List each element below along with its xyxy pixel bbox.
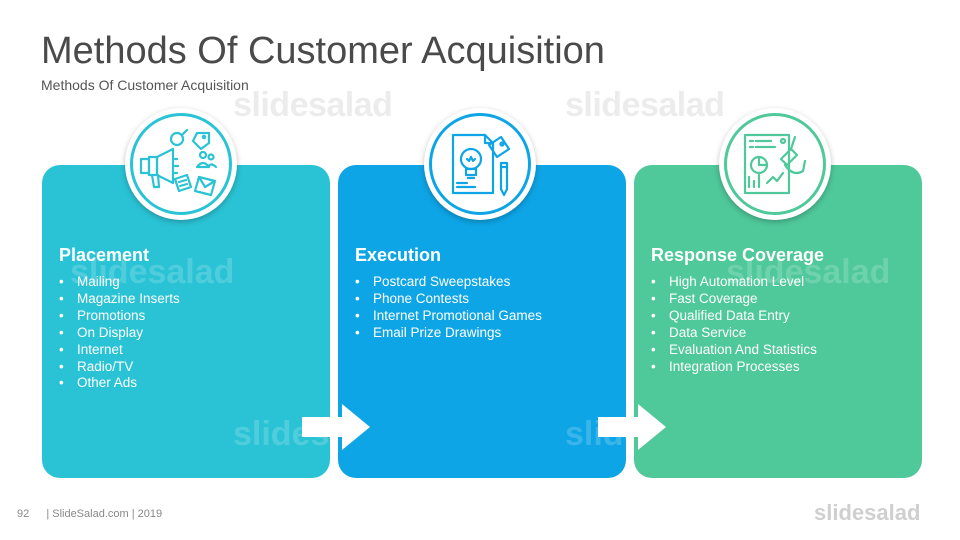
list-item: Data Service bbox=[651, 325, 817, 342]
list-item: Postcard Sweepstakes bbox=[355, 274, 542, 291]
arrow-right-icon bbox=[598, 404, 666, 450]
lightbulb-document-icon bbox=[451, 133, 511, 197]
brand-logo: slidesalad bbox=[814, 500, 921, 525]
report-chart-hand-icon bbox=[743, 133, 807, 195]
list-item: On Display bbox=[59, 325, 180, 342]
list-item: Email Prize Drawings bbox=[355, 325, 542, 342]
list-item: Internet Promotional Games bbox=[355, 308, 542, 325]
footer: 92 | SlideSalad.com | 2019 bbox=[17, 508, 162, 520]
list-item: Other Ads bbox=[59, 375, 180, 392]
card-list: High Automation Level Fast Coverage Qual… bbox=[651, 274, 817, 375]
icon-circle bbox=[719, 108, 831, 220]
slide-title: Methods Of Customer Acquisition bbox=[41, 30, 605, 72]
watermark: slidesalad bbox=[233, 86, 393, 124]
page-number: 92 bbox=[17, 508, 30, 520]
list-item: Internet bbox=[59, 342, 180, 359]
card-title: Response Coverage bbox=[651, 245, 825, 265]
arrow-right-icon bbox=[302, 404, 370, 450]
card-list: Postcard Sweepstakes Phone Contests Inte… bbox=[355, 274, 542, 342]
list-item: Radio/TV bbox=[59, 359, 180, 376]
list-item: Qualified Data Entry bbox=[651, 308, 817, 325]
list-item: Evaluation And Statistics bbox=[651, 342, 817, 359]
card-list: Mailing Magazine Inserts Promotions On D… bbox=[59, 274, 180, 392]
icon-circle bbox=[125, 108, 237, 220]
list-item: Fast Coverage bbox=[651, 291, 817, 308]
card-title: Execution bbox=[355, 245, 442, 265]
megaphone-marketing-icon bbox=[139, 129, 218, 197]
icon-circle bbox=[424, 108, 536, 220]
slide-subtitle: Methods Of Customer Acquisition bbox=[41, 77, 249, 93]
list-item: Integration Processes bbox=[651, 359, 817, 376]
list-item: Mailing bbox=[59, 274, 180, 291]
list-item: Phone Contests bbox=[355, 291, 542, 308]
list-item: Promotions bbox=[59, 308, 180, 325]
list-item: High Automation Level bbox=[651, 274, 817, 291]
card-execution: slidesalad Execution Postcard Sweepstake… bbox=[338, 165, 729, 478]
list-item: Magazine Inserts bbox=[59, 291, 180, 308]
watermark: slidesalad bbox=[565, 86, 725, 124]
card-title: Placement bbox=[59, 245, 150, 265]
footer-credit: | SlideSalad.com | 2019 bbox=[46, 508, 163, 520]
